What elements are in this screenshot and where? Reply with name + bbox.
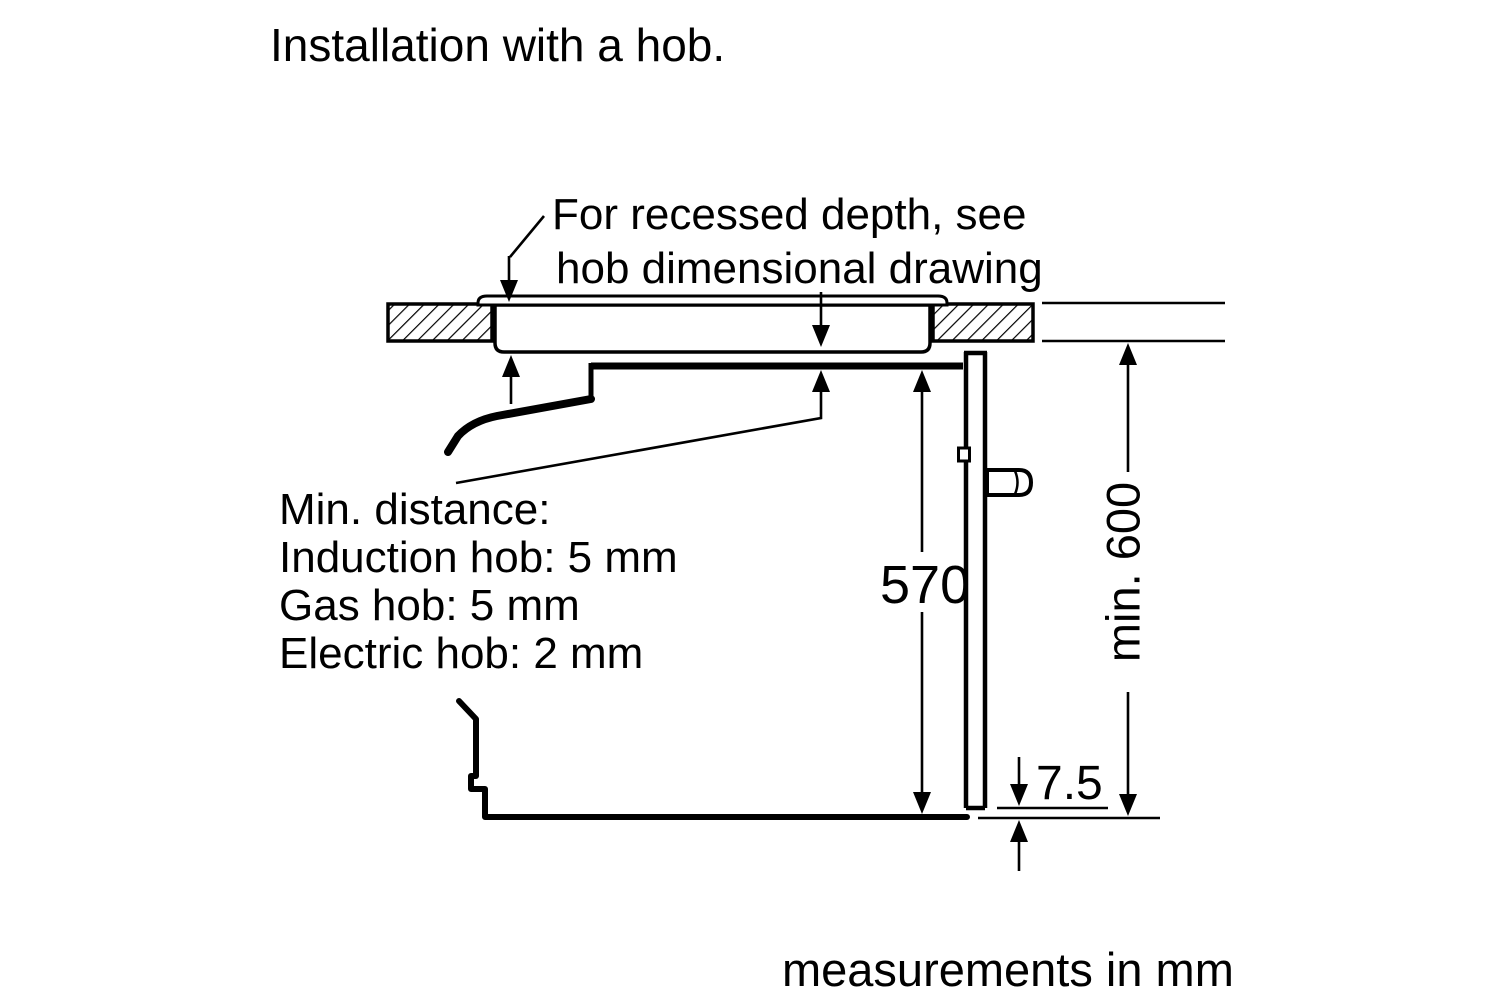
units-note: measurements in mm — [782, 943, 1234, 996]
worktop-left-hatch — [386, 302, 494, 343]
min-distance-gas: Gas hob: 5 mm — [279, 581, 580, 630]
door-knob-face-arc — [1013, 470, 1019, 495]
arrowhead-down — [1010, 784, 1028, 806]
dim-570-arrows — [913, 370, 931, 814]
arrowhead-down — [1119, 794, 1137, 816]
arrowhead-up — [1010, 820, 1028, 842]
recessed-depth-note-line1: For recessed depth, see — [552, 190, 1027, 239]
oven-lower-left-outline — [456, 698, 970, 820]
door-front-lines — [963, 350, 988, 811]
hob-tub — [493, 303, 932, 354]
arrowhead-up — [502, 355, 520, 377]
door-knob — [985, 468, 1034, 497]
leader-line — [507, 215, 546, 284]
oven-outline — [444, 362, 970, 820]
min-distance-heading: Min. distance: — [279, 485, 551, 534]
dim-min600-arrows — [1119, 343, 1137, 816]
arrowhead-up — [812, 370, 830, 392]
min-distance-note: Min. distance: Induction hob: 5 mm Gas h… — [279, 486, 678, 678]
min-distance-leader — [455, 370, 830, 485]
recess-depth-arrow — [812, 292, 830, 347]
hob-cross-section — [476, 294, 949, 354]
leader-line — [455, 390, 823, 485]
worktop-extension-lines — [1042, 301, 1225, 343]
arrowhead-up — [913, 370, 931, 392]
oven-door — [957, 350, 1034, 811]
worktop-right-hatch — [931, 302, 1035, 343]
arrowhead-down — [812, 325, 830, 347]
arrowhead-down — [500, 280, 518, 302]
oven-top-slant — [444, 395, 595, 456]
dim-75-label: 7.5 — [1036, 757, 1103, 810]
hob-underside-arrow — [502, 355, 520, 404]
arrowhead-down — [913, 792, 931, 814]
min-distance-electric: Electric hob: 2 mm — [279, 629, 644, 678]
dim-min600-label: min. 600 — [1096, 481, 1150, 663]
recessed-depth-note-line2: hob dimensional drawing — [556, 244, 1043, 293]
dim-75-arrows — [978, 757, 1160, 871]
hob-lip — [476, 294, 949, 307]
min-distance-induction: Induction hob: 5 mm — [279, 533, 678, 582]
arrowhead-up — [1119, 343, 1137, 365]
recessed-depth-leader — [500, 215, 546, 302]
door-hinge-notch — [957, 446, 971, 463]
worktop-cross-section — [386, 301, 1225, 343]
dim-570-label: 570 — [880, 555, 971, 615]
diagram-title: Installation with a hob. — [270, 19, 726, 71]
